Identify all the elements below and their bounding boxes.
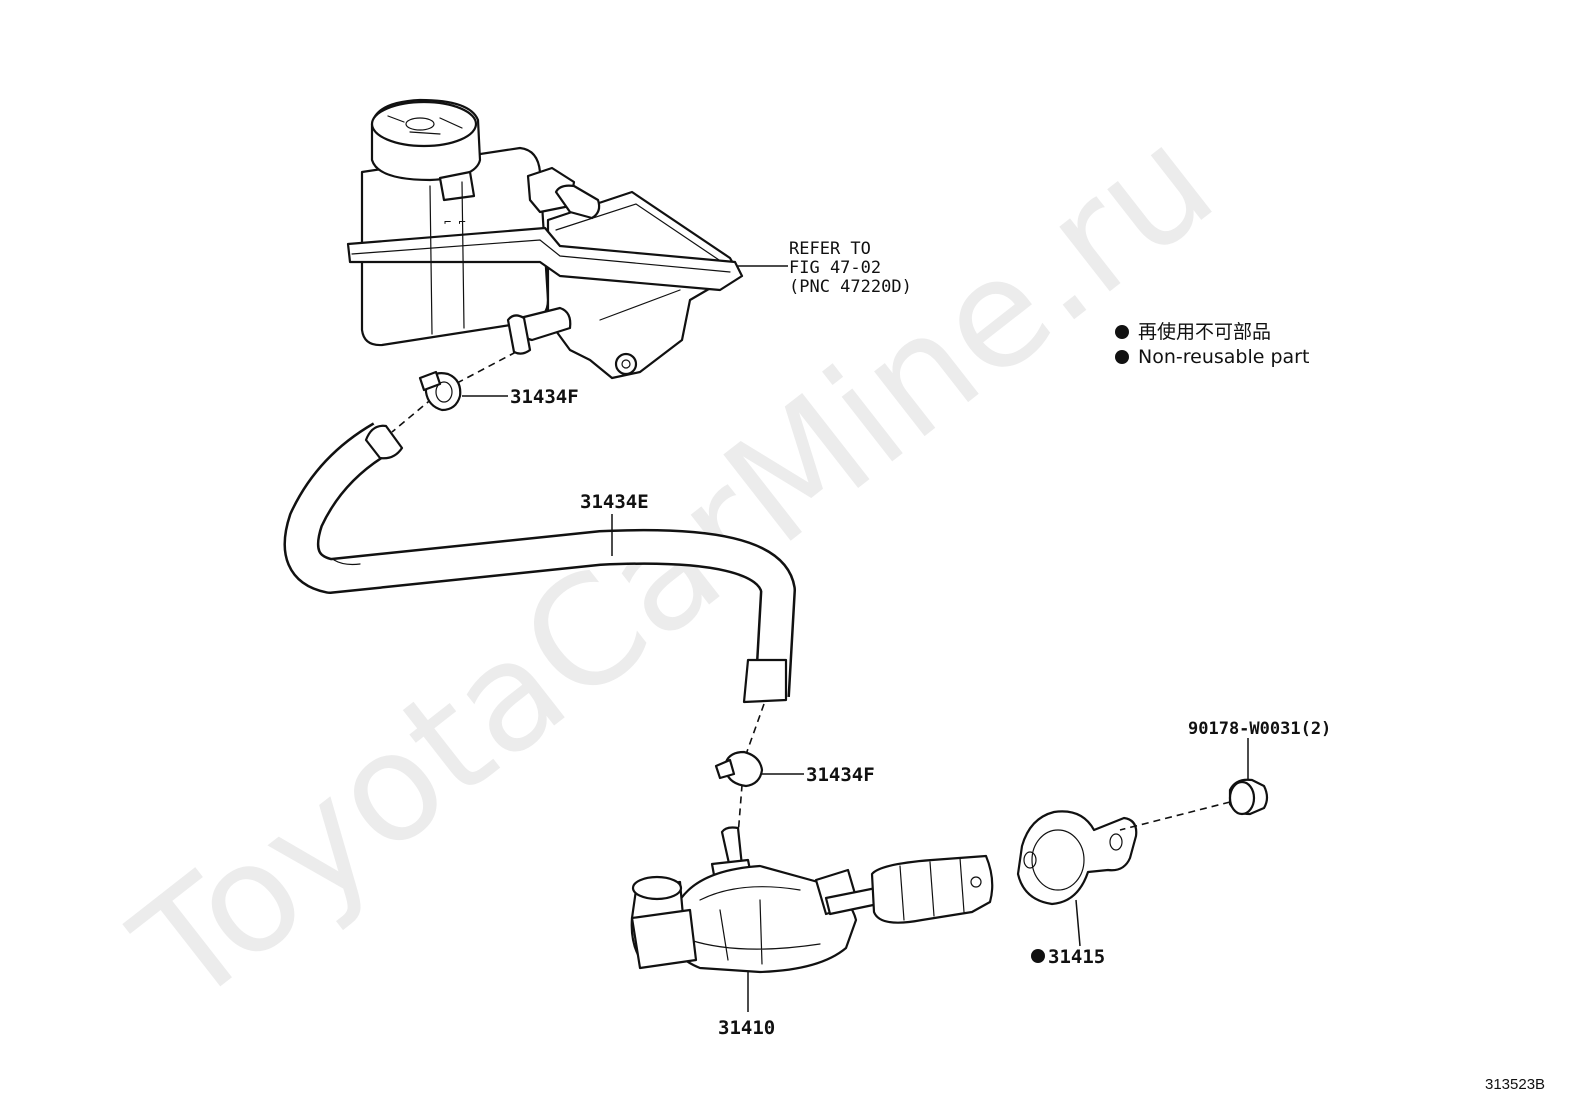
- legend-bullet-icon: [1115, 350, 1129, 364]
- legend-japanese: 再使用不可部品: [1138, 321, 1271, 343]
- clip-lower: [714, 750, 764, 788]
- legend-english: Non-reusable part: [1138, 346, 1309, 368]
- svg-text:⌐ ⌐: ⌐ ⌐: [444, 215, 466, 229]
- part-label-31434E: 31434E: [580, 491, 649, 513]
- reference-line-1: REFER TO: [789, 239, 871, 259]
- gasket-leader: [1075, 899, 1081, 947]
- part-label-31434F-lower: 31434F: [806, 764, 875, 786]
- part-label-31410: 31410: [718, 1017, 775, 1039]
- reference-line-2: FIG 47-02: [789, 258, 881, 278]
- part-label-31415: 31415: [1048, 946, 1105, 968]
- clip-upper: [418, 370, 462, 412]
- legend-bullet-icon: [1115, 325, 1129, 339]
- part-label-90178-W0031: 90178-W0031(2): [1188, 719, 1331, 739]
- bolt: [1228, 778, 1269, 816]
- non-reusable-mark-icon: [1031, 949, 1045, 963]
- part-label-31434F-upper: 31434F: [510, 386, 579, 408]
- assembly-line: [1119, 801, 1231, 831]
- hose: [283, 422, 796, 704]
- brake-master-cylinder-reservoir: ⌐ ⌐: [346, 98, 744, 380]
- reference-line-3: (PNC 47220D): [789, 277, 912, 297]
- legend: 再使用不可部品 Non-reusable part: [1115, 321, 1309, 368]
- assembly-line: [737, 703, 765, 837]
- gasket: [1016, 810, 1138, 906]
- reference-note: REFER TO FIG 47-02 (PNC 47220D): [789, 239, 912, 297]
- clutch-master-cylinder: [630, 826, 994, 974]
- figure-number: 313523B: [1485, 1076, 1545, 1093]
